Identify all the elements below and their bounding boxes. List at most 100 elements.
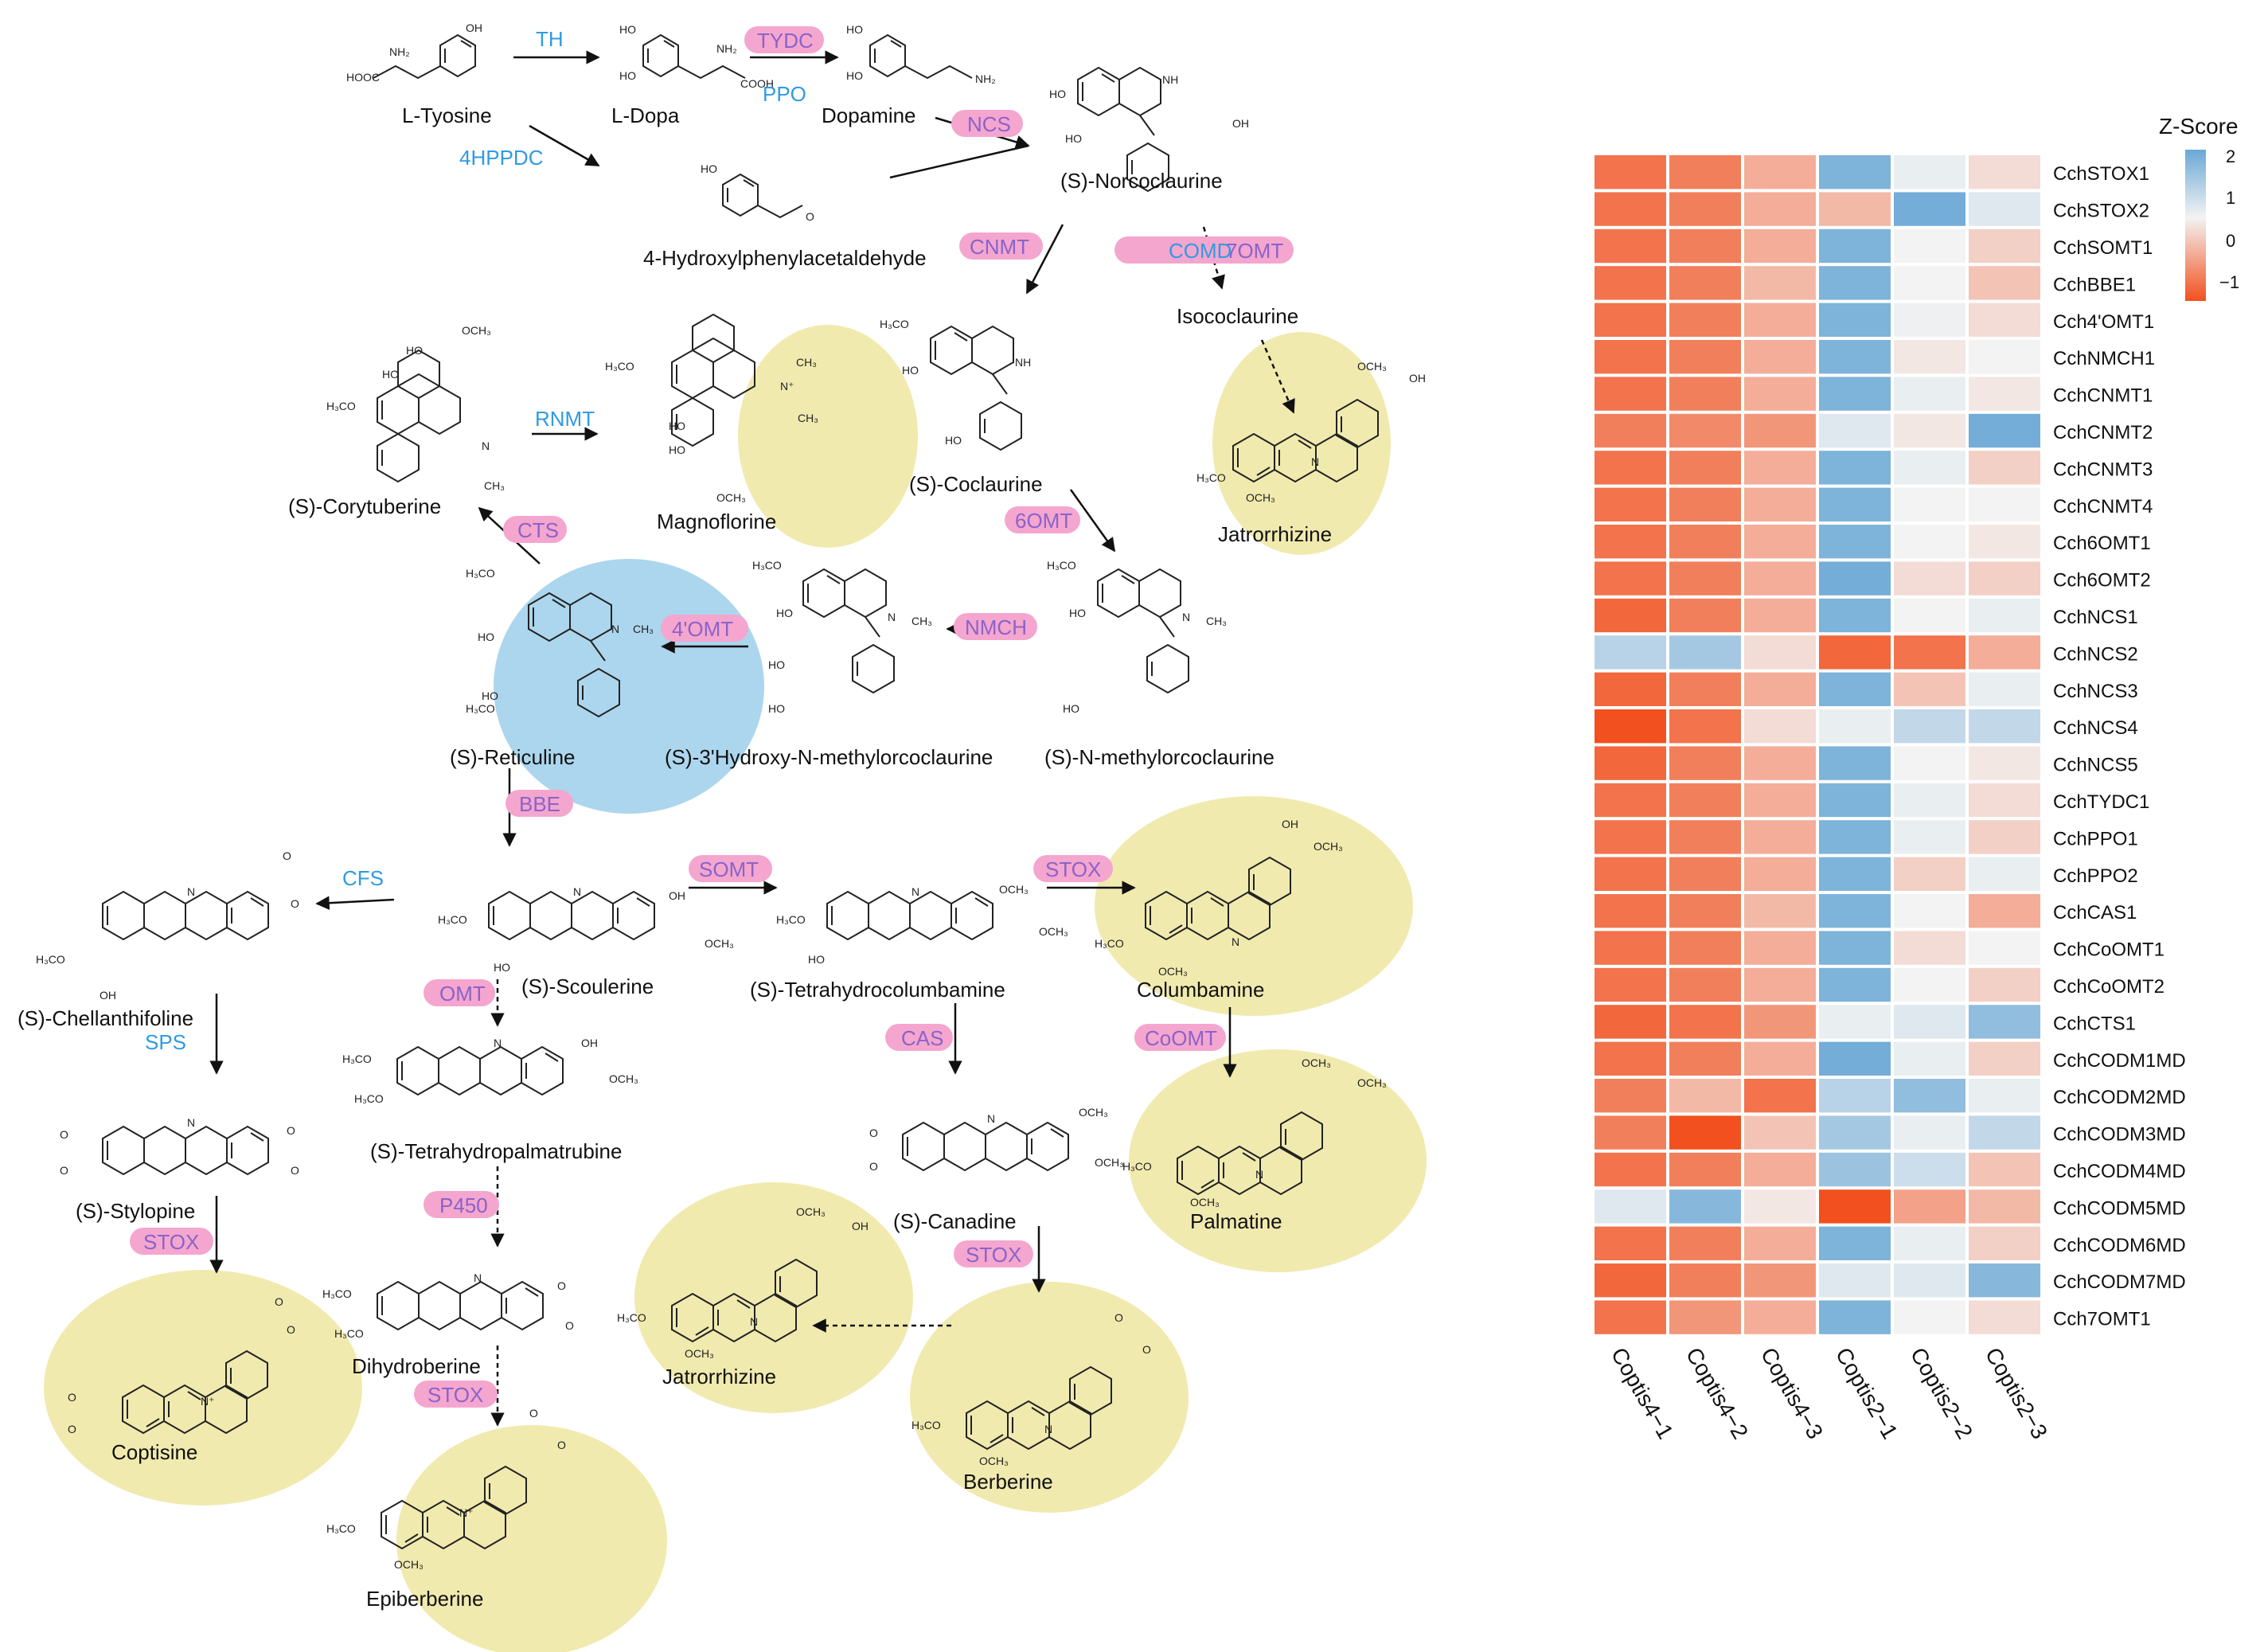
heatmap-cell [1669,1005,1741,1039]
svg-text:N: N [750,1315,758,1328]
svg-text:H₃CO: H₃CO [466,567,495,580]
svg-text:HO: HO [846,69,863,82]
heatmap-cell [1969,192,2040,226]
heatmap-cell [1669,303,1741,337]
heatmap-cell [1819,377,1891,411]
svg-text:OCH₃: OCH₃ [609,1072,638,1085]
enzyme-pill-coomt [1134,1024,1226,1051]
svg-text:H₃CO: H₃CO [326,400,356,412]
heatmap-cell [1819,931,1891,965]
heatmap-cell [1669,783,1741,818]
heatmap-cell [1669,967,1741,1002]
heatmap-cell [1819,266,1891,300]
heatmap-cell [1595,967,1666,1002]
heatmap-cell [1894,1152,1965,1187]
heatmap-cell [1744,783,1816,818]
svg-text:HO: HO [808,953,825,966]
heatmap-gene-label: CchCODM4MD [2053,1161,2186,1182]
heatmap-cell [1595,746,1666,780]
heatmap-cell [1669,1189,1741,1224]
svg-text:HO: HO [768,702,785,715]
compound-jatrorrhizine-bottom: Jatrorrhizine [662,1365,776,1388]
heatmap-cell [1819,894,1891,928]
compound-isococlaurine: Isococlaurine [1177,304,1298,328]
heatmap-cell [1744,1226,1816,1260]
svg-text:HO: HO [494,961,510,974]
heatmap-cell [1894,672,1965,706]
heatmap-cell [1819,746,1891,780]
heatmap-cell [1894,894,1965,928]
svg-text:O: O [60,1128,68,1141]
heatmap-cell [1669,228,1741,264]
svg-text:HO: HO [776,607,793,619]
svg-text:HO: HO [406,344,423,357]
svg-text:OH: OH [466,21,482,34]
svg-text:CH₃: CH₃ [796,356,817,369]
heatmap-cell [1894,155,1965,189]
svg-text:OH: OH [581,1037,598,1049]
heatmap-cell [1744,228,1816,264]
heatmap-cell [1744,857,1816,891]
heatmap-cell [1894,340,1965,374]
heatmap-cell [1744,1263,1816,1298]
heatmap-cell [1819,155,1891,189]
heatmap-cell [1969,857,2040,891]
svg-text:OCH₃: OCH₃ [462,324,491,337]
svg-text:N: N [573,885,581,898]
heatmap: CchSTOX1CchSTOX2CchSOMT1CchBBE1Cch4'OMT1… [1595,155,2186,1443]
heatmap-gene-label: CchCoOMT2 [2053,976,2164,998]
heatmap-cell [1595,1300,1666,1334]
enzyme-coomt: CoOMT [1145,1026,1217,1050]
svg-text:O: O [806,210,814,223]
heatmap-cell [1819,228,1891,264]
svg-text:N: N [1182,611,1190,623]
heatmap-cell [1669,561,1741,596]
heatmap-cell [1744,340,1816,374]
heatmap-cell [1744,1115,1816,1150]
svg-text:O: O [283,849,291,862]
enzyme-cas: CAS [901,1026,943,1050]
heatmap-cell [1969,967,2040,1002]
heatmap-cell [1744,1189,1816,1224]
heatmap-cell [1894,303,1965,337]
svg-text:N: N [888,611,896,623]
heatmap-sample-label: Coptis4−3 [1756,1343,1828,1443]
heatmap-gene-label: CchPPO2 [2053,865,2138,887]
compound-canadine: (S)-Canadine [893,1209,1017,1233]
compound-chellanthifoline: (S)-Chellanthifoline [18,1006,193,1030]
heatmap-cell [1595,820,1666,854]
heatmap-sample-label: Coptis2−1 [1831,1343,1903,1443]
heatmap-cell [1894,1226,1965,1260]
heatmap-cell [1669,1152,1741,1187]
heatmap-cell [1969,1300,2040,1334]
heatmap-cell [1969,1263,2040,1298]
arrow-ltyr-hppa [529,124,600,167]
heatmap-cell [1595,1005,1666,1039]
enzyme-pill-p450 [424,1191,499,1218]
heatmap-cell [1969,451,2040,485]
enzyme-somt: SOMT [699,857,759,881]
heatmap-cell [1669,487,1741,521]
heatmap-gene-label: CchBBE1 [2053,274,2136,295]
svg-text:OCH₃: OCH₃ [1357,1076,1387,1089]
heatmap-cell [1744,894,1816,928]
svg-text:O: O [565,1319,574,1332]
svg-text:HO: HO [1069,607,1086,619]
svg-text:N: N [1232,935,1239,948]
heatmap-cell [1894,857,1965,891]
compound-thp: (S)-Tetrahydropalmatrubine [370,1139,622,1163]
heatmap-cell [1669,413,1741,448]
enzyme-omt: OMT [439,982,486,1006]
enzyme-stox-coptisine: STOX [143,1230,199,1254]
heatmap-cell [1819,1079,1891,1113]
enzyme-p450: P450 [439,1193,488,1217]
heatmap-cell [1969,228,2040,264]
enzyme-pill-omt [424,979,495,1006]
heatmap-cell [1819,598,1891,633]
heatmap-gene-label: CchSTOX1 [2053,163,2149,185]
